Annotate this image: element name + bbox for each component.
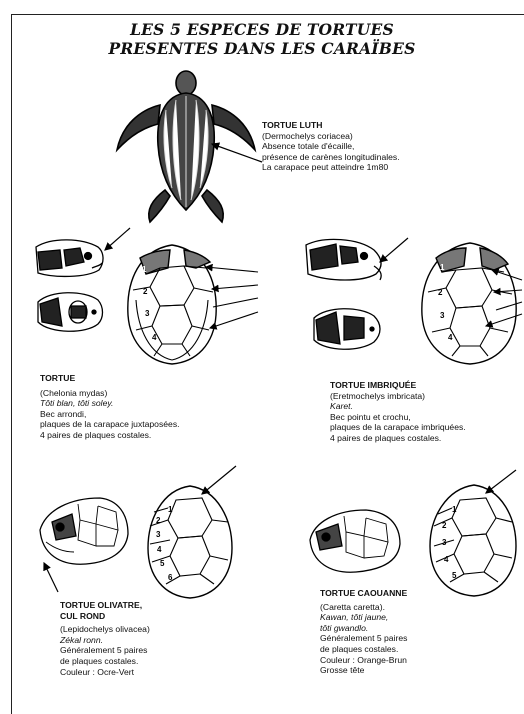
leatherback-description: TORTUE LUTH (Dermochelys coriacea) Absen… — [262, 120, 400, 173]
green-turtle-head-top-drawing — [38, 293, 103, 332]
olive-shell-num-3: 3 — [156, 530, 161, 539]
hawksbill-name: TORTUE IMBRIQUÉE — [330, 380, 466, 391]
hawksbill-scientific-name: (Eretmochelys imbricata) — [330, 391, 466, 402]
loggerhead-name: TORTUE CAOUANNE — [320, 588, 407, 599]
loggerhead-line-3: Couleur : Orange-Brun — [320, 655, 407, 666]
leatherback-line-1: Absence totale d'écaille, — [262, 141, 400, 152]
olive-shell-num-4: 4 — [157, 545, 162, 554]
leatherback-line-2: présence de carènes longitudinales. — [262, 152, 400, 163]
green-turtle-line-1: Bec arrondi, — [40, 409, 180, 420]
olive-ridley-line-3: Couleur : Ocre-Vert — [60, 667, 150, 678]
green-shell-num-4: 4 — [152, 333, 157, 342]
leatherback-line-3: La carapace peut atteindre 1m80 — [262, 162, 400, 173]
hawksbill-head-pointer-arrow — [380, 238, 408, 262]
olive-ridley-line-2: de plaques costales. — [60, 656, 150, 667]
loggerhead-shell-num-3: 3 — [442, 538, 447, 547]
green-turtle-description: TORTUE (Chelonia mydas) Tôti blan, tôti … — [40, 373, 180, 441]
hawksbill-head-side-drawing — [306, 239, 381, 280]
hawksbill-head-top-drawing — [314, 309, 380, 350]
loggerhead-description: TORTUE CAOUANNE (Caretta caretta). Kawan… — [320, 588, 407, 676]
green-shell-num-2: 2 — [143, 287, 148, 296]
hawksbill-line-3: 4 paires de plaques costales. — [330, 433, 466, 444]
green-turtle-line-3: 4 paires de plaques costales. — [40, 430, 180, 441]
olive-shell-num-6: 6 — [168, 573, 173, 582]
loggerhead-shell-num-5: 5 — [452, 571, 457, 580]
loggerhead-shell-drawing: 1 2 3 4 5 — [430, 485, 516, 596]
leatherback-scientific-name: (Dermochelys coriacea) — [262, 131, 400, 142]
olive-ridley-name-2: CUL ROND — [60, 611, 150, 622]
hawksbill-shell-num-3: 3 — [440, 311, 445, 320]
hawksbill-line-2: plaques de la carapace imbriquées. — [330, 422, 466, 433]
olive-shell-num-5: 5 — [160, 559, 165, 568]
loggerhead-line-2: de plaques costales. — [320, 644, 407, 655]
green-turtle-line-2: plaques de la carapace juxtaposées. — [40, 419, 180, 430]
olive-shell-pointer-arrow — [202, 466, 236, 494]
olive-ridley-description: TORTUE OLIVATRE, CUL ROND (Lepidochelys … — [60, 600, 150, 677]
loggerhead-shell-pointer-arrow — [486, 470, 516, 493]
green-turtle-shell-drawing: 1 2 3 4 — [128, 245, 216, 364]
hawksbill-line-1: Bec pointu et crochu, — [330, 412, 466, 423]
hawksbill-shell-num-4: 4 — [448, 333, 453, 342]
loggerhead-line-1: Généralement 5 paires — [320, 633, 407, 644]
loggerhead-shell-num-4: 4 — [444, 555, 449, 564]
olive-ridley-name-1: TORTUE OLIVATRE, — [60, 600, 150, 611]
leatherback-turtle-drawing — [117, 71, 255, 222]
olive-shell-num-2: 2 — [156, 516, 161, 525]
green-turtle-name: TORTUE — [40, 373, 180, 384]
olive-ridley-head-drawing — [40, 498, 128, 564]
green-shell-num-1: 1 — [142, 265, 147, 274]
olive-ridley-shell-drawing: 1 2 3 4 5 6 — [148, 486, 232, 598]
hawksbill-shell-drawing: 1 2 3 4 — [422, 243, 516, 364]
green-shell-num-3: 3 — [145, 309, 150, 318]
olive-ridley-head-pointer-arrow — [44, 563, 58, 592]
hawksbill-shell-num-1: 1 — [440, 263, 445, 272]
loggerhead-shell-num-2: 2 — [442, 521, 447, 530]
loggerhead-scientific-name: (Caretta caretta). — [320, 602, 407, 613]
loggerhead-shell-num-1: 1 — [452, 505, 457, 514]
green-turtle-local-name: Tôti blan, tôti soley. — [40, 398, 180, 409]
leatherback-name: TORTUE LUTH — [262, 120, 400, 131]
olive-shell-num-1: 1 — [168, 505, 173, 514]
green-turtle-head-side-drawing — [36, 240, 103, 277]
hawksbill-local-name: Karet. — [330, 401, 466, 412]
hawksbill-shell-num-2: 2 — [438, 288, 443, 297]
green-turtle-scientific-name: (Chelonia mydas) — [40, 388, 180, 399]
olive-ridley-local-name: Zékal ronn. — [60, 635, 150, 646]
loggerhead-local-name-1: Kawan, tôti jaune, — [320, 612, 407, 623]
loggerhead-line-4: Grosse tête — [320, 665, 407, 676]
green-head-pointer-arrow — [105, 228, 130, 250]
olive-ridley-scientific-name: (Lepidochelys olivacea) — [60, 624, 150, 635]
loggerhead-head-drawing — [310, 510, 400, 572]
olive-ridley-line-1: Généralement 5 paires — [60, 645, 150, 656]
loggerhead-local-name-2: tôti gwandlo. — [320, 623, 407, 634]
hawksbill-description: TORTUE IMBRIQUÉE (Eretmochelys imbricata… — [330, 380, 466, 444]
